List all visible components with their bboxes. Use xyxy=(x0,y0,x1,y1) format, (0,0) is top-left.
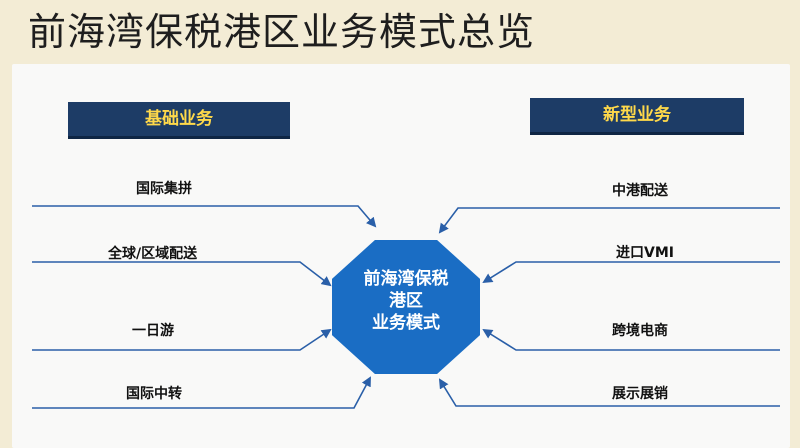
page-title: 前海湾保税港区业务模式总览 xyxy=(28,10,536,54)
left-item-3: 一日游 xyxy=(132,323,174,339)
center-line-3: 业务模式 xyxy=(372,313,440,333)
connector-right-3 xyxy=(482,328,780,351)
center-octagon xyxy=(332,240,480,374)
new-business-header: 新型业务 xyxy=(530,98,744,135)
connector-right-2 xyxy=(482,261,780,284)
connector-left-2 xyxy=(32,261,332,287)
center-label: 前海湾保税 港区 业务模式 xyxy=(332,268,480,334)
left-item-4: 国际中转 xyxy=(126,386,182,402)
center-line-2: 港区 xyxy=(389,291,423,311)
connector-left-4 xyxy=(32,376,371,409)
connector-left-3 xyxy=(32,328,332,351)
connector-left-1 xyxy=(32,205,377,228)
right-item-3: 跨境电商 xyxy=(612,323,668,339)
right-item-1: 中港配送 xyxy=(612,183,668,199)
right-item-4: 展示展销 xyxy=(612,386,668,402)
connector-right-1 xyxy=(438,207,780,234)
right-item-2: 进口VMI xyxy=(616,245,674,261)
connector-right-4 xyxy=(438,378,780,407)
left-item-2: 全球/区域配送 xyxy=(108,246,198,262)
basic-business-header: 基础业务 xyxy=(68,102,290,139)
left-item-1: 国际集拼 xyxy=(136,181,192,197)
center-line-1: 前海湾保税 xyxy=(363,269,449,289)
